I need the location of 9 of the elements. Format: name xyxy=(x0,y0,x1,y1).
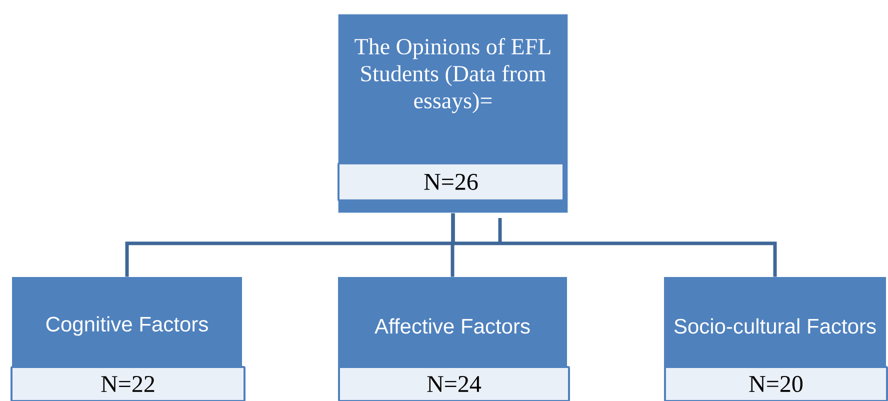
connector-line xyxy=(451,213,777,277)
count-box: N=22 xyxy=(10,366,246,401)
count-box: N=26 xyxy=(338,162,564,202)
factor-box: Affective Factors xyxy=(338,277,567,375)
node-label: Cognitive Factors xyxy=(46,316,208,336)
factor-box: Socio-cultural Factors xyxy=(664,277,886,375)
factor-box: Cognitive Factors xyxy=(12,277,242,375)
count-box: N=20 xyxy=(664,366,888,401)
count-box: N=24 xyxy=(338,366,570,401)
